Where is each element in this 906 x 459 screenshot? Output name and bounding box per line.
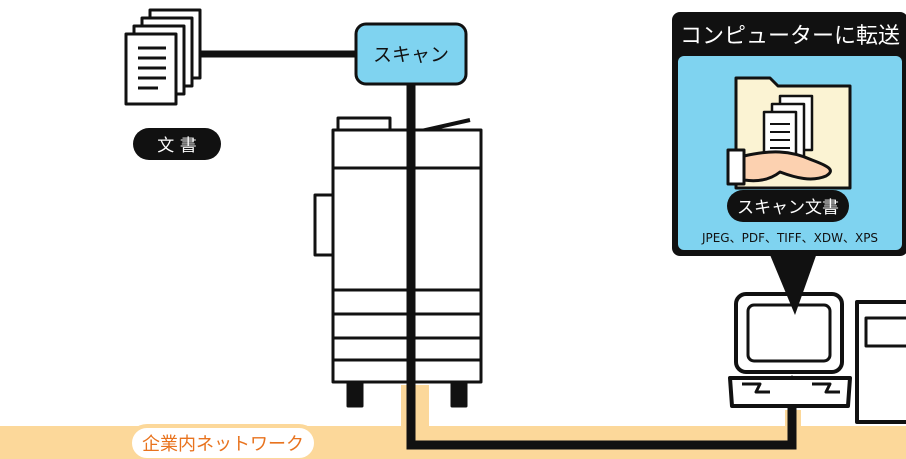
scan-data-path xyxy=(406,84,797,450)
supported-formats: JPEG、PDF、TIFF、XDW、XPS xyxy=(701,231,878,245)
computer-icon xyxy=(728,292,906,424)
scan-box: スキャン xyxy=(354,22,468,86)
network-label-pill: 企業内ネットワーク xyxy=(128,424,318,459)
callout-title: コンピューターに転送 xyxy=(680,24,900,49)
scanned-document-label: スキャン文書 xyxy=(737,198,839,218)
multifunction-printer-icon xyxy=(313,116,483,408)
scanned-document-badge: スキャン文書 xyxy=(727,190,849,222)
document-label-pill: 文 書 xyxy=(133,128,221,160)
callout-pointer xyxy=(768,250,818,315)
document-stack-icon xyxy=(124,8,202,106)
document-label: 文 書 xyxy=(157,136,196,156)
scan-box-label: スキャン xyxy=(373,44,449,66)
network-label: 企業内ネットワーク xyxy=(142,434,304,455)
hand-icon xyxy=(726,148,832,186)
